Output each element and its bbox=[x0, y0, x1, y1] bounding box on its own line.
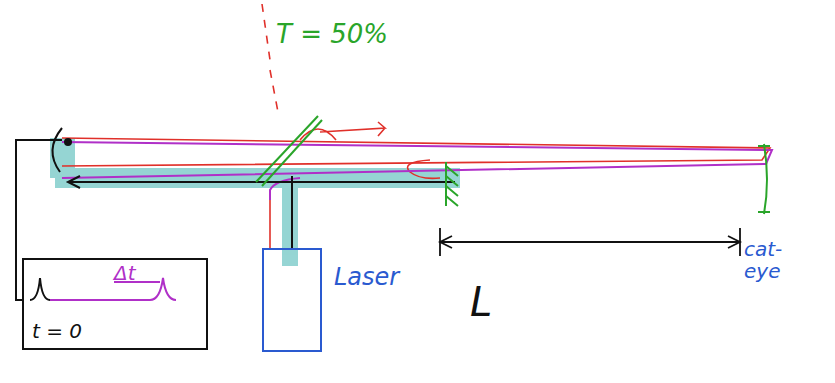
distance-arrow bbox=[440, 228, 740, 256]
beam-band bbox=[282, 178, 298, 266]
time-zero-label: t = 0 bbox=[32, 320, 82, 342]
cat-eye-reflector bbox=[764, 144, 767, 214]
beam-band bbox=[50, 138, 460, 266]
beam-splitter bbox=[256, 116, 318, 182]
return-arrow bbox=[68, 176, 455, 250]
mirror bbox=[446, 166, 458, 206]
mirror bbox=[446, 162, 458, 206]
detector bbox=[52, 128, 62, 172]
distance-arrow bbox=[440, 228, 740, 256]
incoming-beam-dashed bbox=[262, 4, 270, 60]
distance-label: L bbox=[470, 280, 492, 324]
scope-pulses bbox=[50, 278, 176, 300]
laser-label: Laser bbox=[334, 264, 399, 290]
scope-pulses bbox=[30, 278, 176, 300]
transmission-label: T = 50% bbox=[276, 20, 388, 49]
detector bbox=[65, 139, 71, 145]
incoming-beam-dashed bbox=[270, 70, 278, 112]
pulse-beam-purple bbox=[62, 142, 772, 178]
incoming-beam-dashed bbox=[262, 4, 278, 112]
pulse-beam-purple bbox=[62, 142, 772, 200]
return-arrow bbox=[68, 176, 455, 188]
pulse-beam-red bbox=[62, 122, 770, 250]
pulse-beam-red bbox=[408, 160, 441, 178]
mirror bbox=[445, 162, 447, 206]
distance-arrow bbox=[440, 236, 740, 248]
scope-pulses bbox=[30, 278, 50, 300]
beam-splitter bbox=[262, 120, 322, 186]
oscilloscope-box: Δt t = 0 bbox=[22, 258, 208, 350]
cat-eye-label: cat- eye bbox=[744, 238, 804, 282]
cat-eye-reflector bbox=[758, 146, 770, 212]
cat-eye-reflector bbox=[758, 144, 770, 214]
delay-label: Δt bbox=[114, 262, 136, 284]
detector bbox=[52, 128, 71, 172]
return-arrow bbox=[291, 176, 293, 250]
beam-splitter bbox=[256, 116, 322, 186]
laser-box: Laser bbox=[262, 248, 322, 352]
